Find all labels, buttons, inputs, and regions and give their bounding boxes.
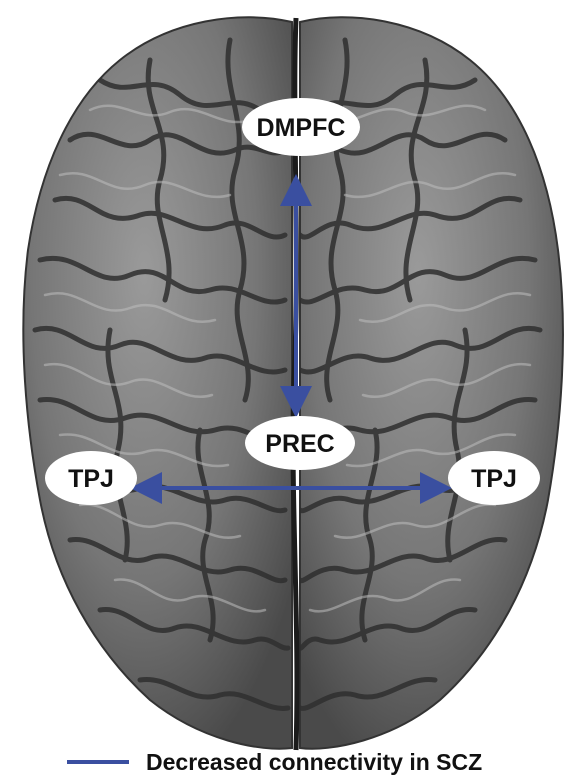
node-prec: PREC <box>245 416 355 470</box>
node-tpj-left-label: TPJ <box>68 465 114 493</box>
node-prec-label: PREC <box>265 430 334 458</box>
node-tpj-right-label: TPJ <box>471 465 517 493</box>
legend: Decreased connectivity in SCZ <box>67 749 482 775</box>
node-dmpfc-label: DMPFC <box>257 114 346 142</box>
node-dmpfc: DMPFC <box>242 98 360 156</box>
node-tpj-left: TPJ <box>45 451 137 505</box>
legend-label: Decreased connectivity in SCZ <box>146 749 482 775</box>
node-tpj-right: TPJ <box>448 451 540 505</box>
